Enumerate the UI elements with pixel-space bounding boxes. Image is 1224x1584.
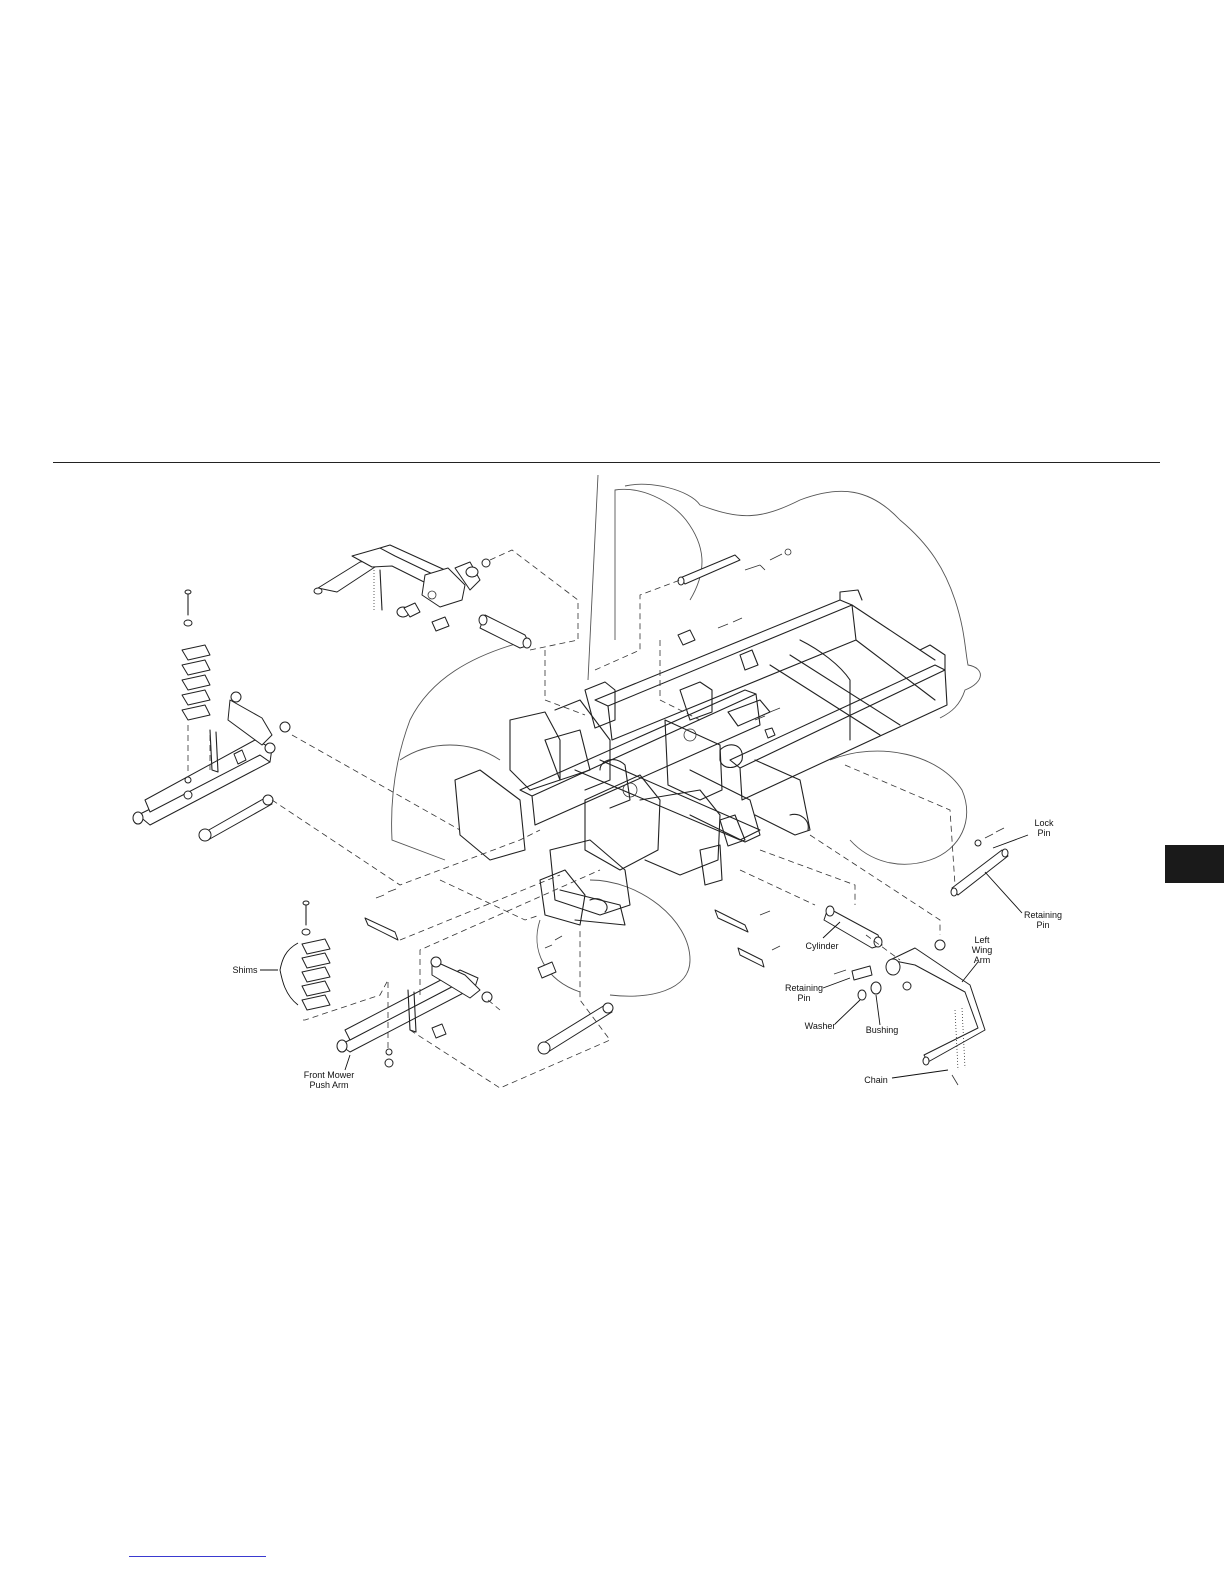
left-wing-arm-assembly: [715, 828, 1008, 1085]
footer-link-underline[interactable]: [129, 1556, 266, 1557]
upper-lift-arm: [314, 545, 490, 612]
upper-push-arm-assembly: [133, 590, 290, 841]
callout-shims: Shims: [228, 965, 262, 975]
callout-washer: Washer: [800, 1021, 840, 1031]
assembly-dash-lines: [188, 550, 955, 1088]
section-tab: [1165, 845, 1224, 883]
callout-retaining-pin-right: Retaining Pin: [1020, 910, 1066, 930]
front-mower-push-arm-assembly: [302, 889, 613, 1067]
callout-lock-pin: Lock Pin: [1026, 818, 1062, 838]
callout-cylinder: Cylinder: [800, 941, 844, 951]
callout-front-mower-push-arm: Front Mower Push Arm: [298, 1070, 360, 1090]
vehicle-ghost-outline: [392, 475, 981, 996]
main-frame: [455, 590, 947, 860]
callout-chain: Chain: [860, 1075, 892, 1085]
callout-left-wing-arm: Left Wing Arm: [966, 935, 998, 965]
callout-retaining-pin-lower: Retaining Pin: [780, 983, 828, 1003]
callout-bushing: Bushing: [862, 1025, 902, 1035]
